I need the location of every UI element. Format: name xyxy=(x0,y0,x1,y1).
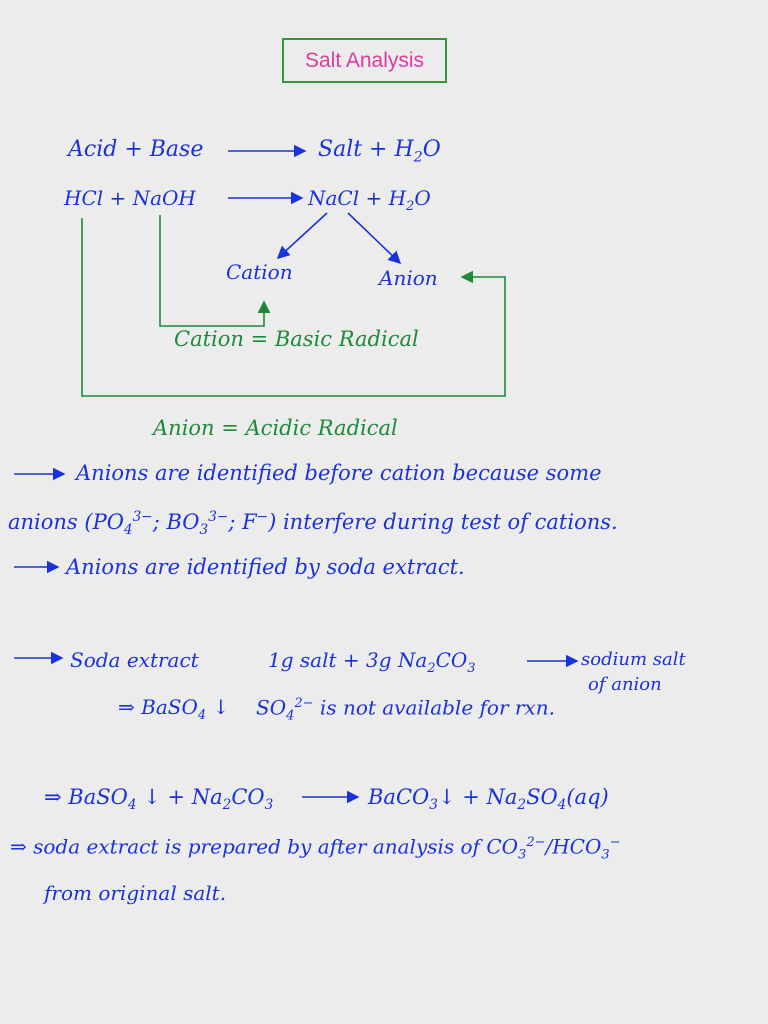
general-products: Salt + H2O xyxy=(318,137,441,166)
soda-product-line-2: of anion xyxy=(588,674,662,695)
note-line-2: anions (PO43−; BO33−; F−) interfere duri… xyxy=(8,509,618,539)
eq2-reactants: ⇒ BaSO4 ↓ + Na2CO3 xyxy=(44,785,274,814)
title-box: Salt Analysis xyxy=(282,38,447,83)
note-line-1: Anions are identified before cation beca… xyxy=(76,461,602,485)
general-reactants: Acid + Base xyxy=(68,137,204,162)
baso4-precipitate: ⇒ BaSO4 ↓ xyxy=(118,695,230,723)
so4-availability: SO42− is not available for rxn. xyxy=(256,695,555,724)
page-title: Salt Analysis xyxy=(304,48,425,72)
soda-mixture: 1g salt + 3g Na2CO3 xyxy=(268,648,476,676)
example-products: NaCl + H2O xyxy=(308,186,431,214)
cation-split-arrow xyxy=(276,212,328,260)
cation-definition: Cation = Basic Radical xyxy=(174,327,419,351)
anion-definition: Anion = Acidic Radical xyxy=(153,416,398,440)
example-reactants: HCl + NaOH xyxy=(64,186,196,210)
eq2-products: BaCO3↓ + Na2SO4(aq) xyxy=(368,785,609,814)
soda-product-line-1: sodium salt xyxy=(581,649,686,670)
anion-label: Anion xyxy=(379,266,438,290)
final-note-line-2: from original salt. xyxy=(44,881,227,905)
note-line-3: Anions are identified by soda extract. xyxy=(66,555,465,579)
soda-extract-label: Soda extract xyxy=(70,648,199,672)
final-note-line-1: ⇒ soda extract is prepared by after anal… xyxy=(10,834,621,863)
hcl-anion-connector xyxy=(81,218,506,397)
cation-label: Cation xyxy=(226,260,293,284)
anion-split-arrow xyxy=(347,212,402,265)
naoh-cation-connector xyxy=(159,215,271,327)
